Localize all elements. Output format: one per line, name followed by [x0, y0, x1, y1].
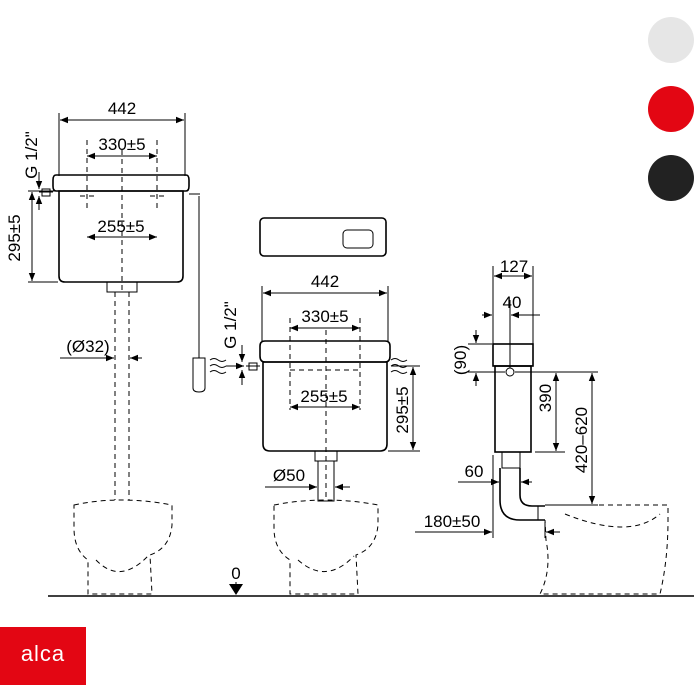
- side-projection-label: 180±50: [424, 512, 481, 531]
- lid-icon: [259, 217, 387, 257]
- middle-cistern: [246, 330, 391, 502]
- left-thread-label: G 1/2": [22, 131, 41, 179]
- side-toilet: [539, 504, 669, 595]
- side-inlet-label: (90): [451, 345, 470, 375]
- left-height-label: 295±5: [5, 214, 24, 261]
- floor-label: 0: [231, 564, 240, 583]
- side-mount-label: 420–620: [572, 407, 591, 473]
- alca-logo: alca: [0, 627, 86, 685]
- middle-holes-label: 330±5: [301, 307, 348, 326]
- middle-height-label: 295±5: [393, 386, 412, 433]
- side-pipe-label: 60: [465, 462, 484, 481]
- color-swatch-black[interactable]: [648, 155, 694, 201]
- side-depth-label: 127: [500, 257, 528, 276]
- middle-pipe-label: Ø50: [273, 466, 305, 485]
- color-swatch-red[interactable]: [648, 86, 694, 132]
- left-fixing-label: 255±5: [97, 217, 144, 236]
- color-swatch-white[interactable]: [648, 17, 694, 63]
- side-offset-label: 40: [503, 293, 522, 312]
- left-pipe-label: (Ø32): [66, 337, 109, 356]
- left-holes-label: 330±5: [98, 135, 145, 154]
- left-toilet: [73, 499, 173, 595]
- side-tank-label: 390: [536, 384, 555, 412]
- side-cistern: [492, 343, 545, 521]
- middle-thread-label: G 1/2": [221, 301, 240, 349]
- middle-fixing-label: 255±5: [300, 387, 347, 406]
- floor-marker-arrow: [229, 584, 243, 595]
- middle-toilet: [273, 499, 379, 595]
- left-cistern: [39, 140, 206, 500]
- middle-width-label: 442: [311, 272, 339, 291]
- logo-text: alca: [20, 641, 66, 666]
- left-width-label: 442: [108, 99, 136, 118]
